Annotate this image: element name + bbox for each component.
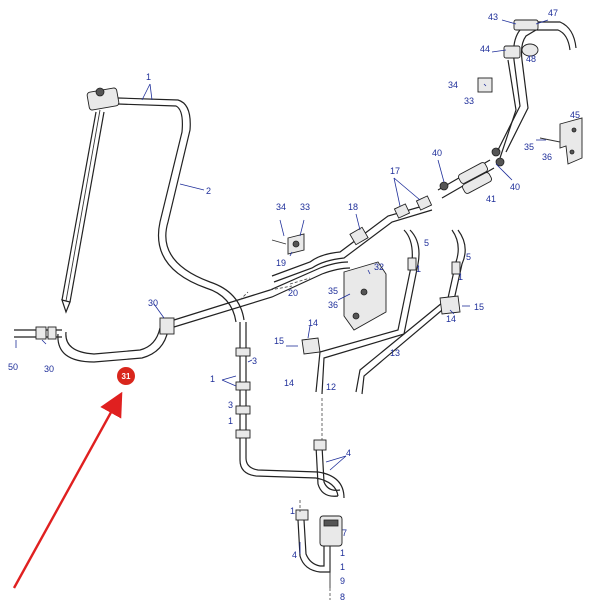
- callout-47: 47: [548, 8, 558, 18]
- callout-labels: 1 2 43 47 44 48 34 33 45 35 36 40 40 41 …: [8, 8, 580, 602]
- callout-5: 5: [424, 238, 429, 248]
- callout-7: 7: [342, 528, 347, 538]
- callout-50: 50: [8, 362, 18, 372]
- callout-4: 4: [292, 550, 297, 560]
- callout-18: 18: [348, 202, 358, 212]
- leader-lines: [15, 19, 549, 554]
- callout-1: 1: [458, 272, 463, 282]
- callout-43: 43: [488, 12, 498, 22]
- callout-35: 35: [328, 286, 338, 296]
- tank-sensor-tube: [61, 87, 120, 314]
- callout-3: 3: [228, 400, 233, 410]
- bracket-45: [539, 117, 583, 165]
- callout-9: 9: [340, 576, 345, 586]
- callout-20: 20: [288, 288, 298, 298]
- hose-43: [477, 19, 577, 159]
- callout-5: 5: [466, 252, 471, 262]
- callout-2: 2: [206, 186, 211, 196]
- red-arrow-indicator: [12, 391, 123, 589]
- callout-1: 1: [290, 506, 295, 516]
- callout-1: 1: [228, 416, 233, 426]
- callout-30: 30: [44, 364, 54, 374]
- callout-33: 33: [464, 96, 474, 106]
- callout-1: 1: [340, 548, 345, 558]
- callout-14: 14: [308, 318, 318, 328]
- callout-15: 15: [474, 302, 484, 312]
- guide-lines: [239, 277, 331, 600]
- callout-40: 40: [510, 182, 520, 192]
- callout-13: 13: [390, 348, 400, 358]
- hose-5: [301, 229, 466, 395]
- callout-15: 15: [274, 336, 284, 346]
- callout-34: 34: [448, 80, 458, 90]
- callout-36: 36: [542, 152, 552, 162]
- callout-12: 12: [326, 382, 336, 392]
- callout-8: 8: [340, 592, 345, 602]
- hose-41: [437, 147, 505, 199]
- hose-31: [14, 317, 175, 363]
- callout-1: 1: [340, 562, 345, 572]
- callout-1: 1: [416, 264, 421, 274]
- hose-19: [271, 195, 433, 283]
- callout-1: 1: [146, 72, 151, 82]
- red-arrow: [12, 391, 123, 589]
- callout-45: 45: [570, 110, 580, 120]
- highlight-circle: [117, 367, 135, 385]
- clamp-33: [271, 233, 305, 255]
- bracket-32: [343, 261, 387, 331]
- hose-2: [117, 97, 245, 323]
- callout-32: 32: [374, 262, 384, 272]
- callout-33: 33: [300, 202, 310, 212]
- callout-14: 14: [446, 314, 456, 324]
- callout-48: 48: [526, 54, 536, 64]
- callout-4: 4: [346, 448, 351, 458]
- callout-35: 35: [524, 142, 534, 152]
- callout-41: 41: [486, 194, 496, 204]
- hose-20: [173, 261, 351, 328]
- highlight-marker-31: 31: [117, 367, 135, 385]
- callout-34: 34: [276, 202, 286, 212]
- filter-7: [295, 509, 343, 588]
- callout-30: 30: [148, 298, 158, 308]
- callout-19: 19: [276, 258, 286, 268]
- highlight-label: 31: [122, 372, 131, 381]
- callout-14: 14: [284, 378, 294, 388]
- hose-3: [235, 322, 345, 499]
- callout-44: 44: [480, 44, 490, 54]
- callout-17: 17: [390, 166, 400, 176]
- pipe-network: [14, 19, 583, 600]
- callout-1: 1: [210, 374, 215, 384]
- callout-36: 36: [328, 300, 338, 310]
- callout-3: 3: [252, 356, 257, 366]
- callout-40: 40: [432, 148, 442, 158]
